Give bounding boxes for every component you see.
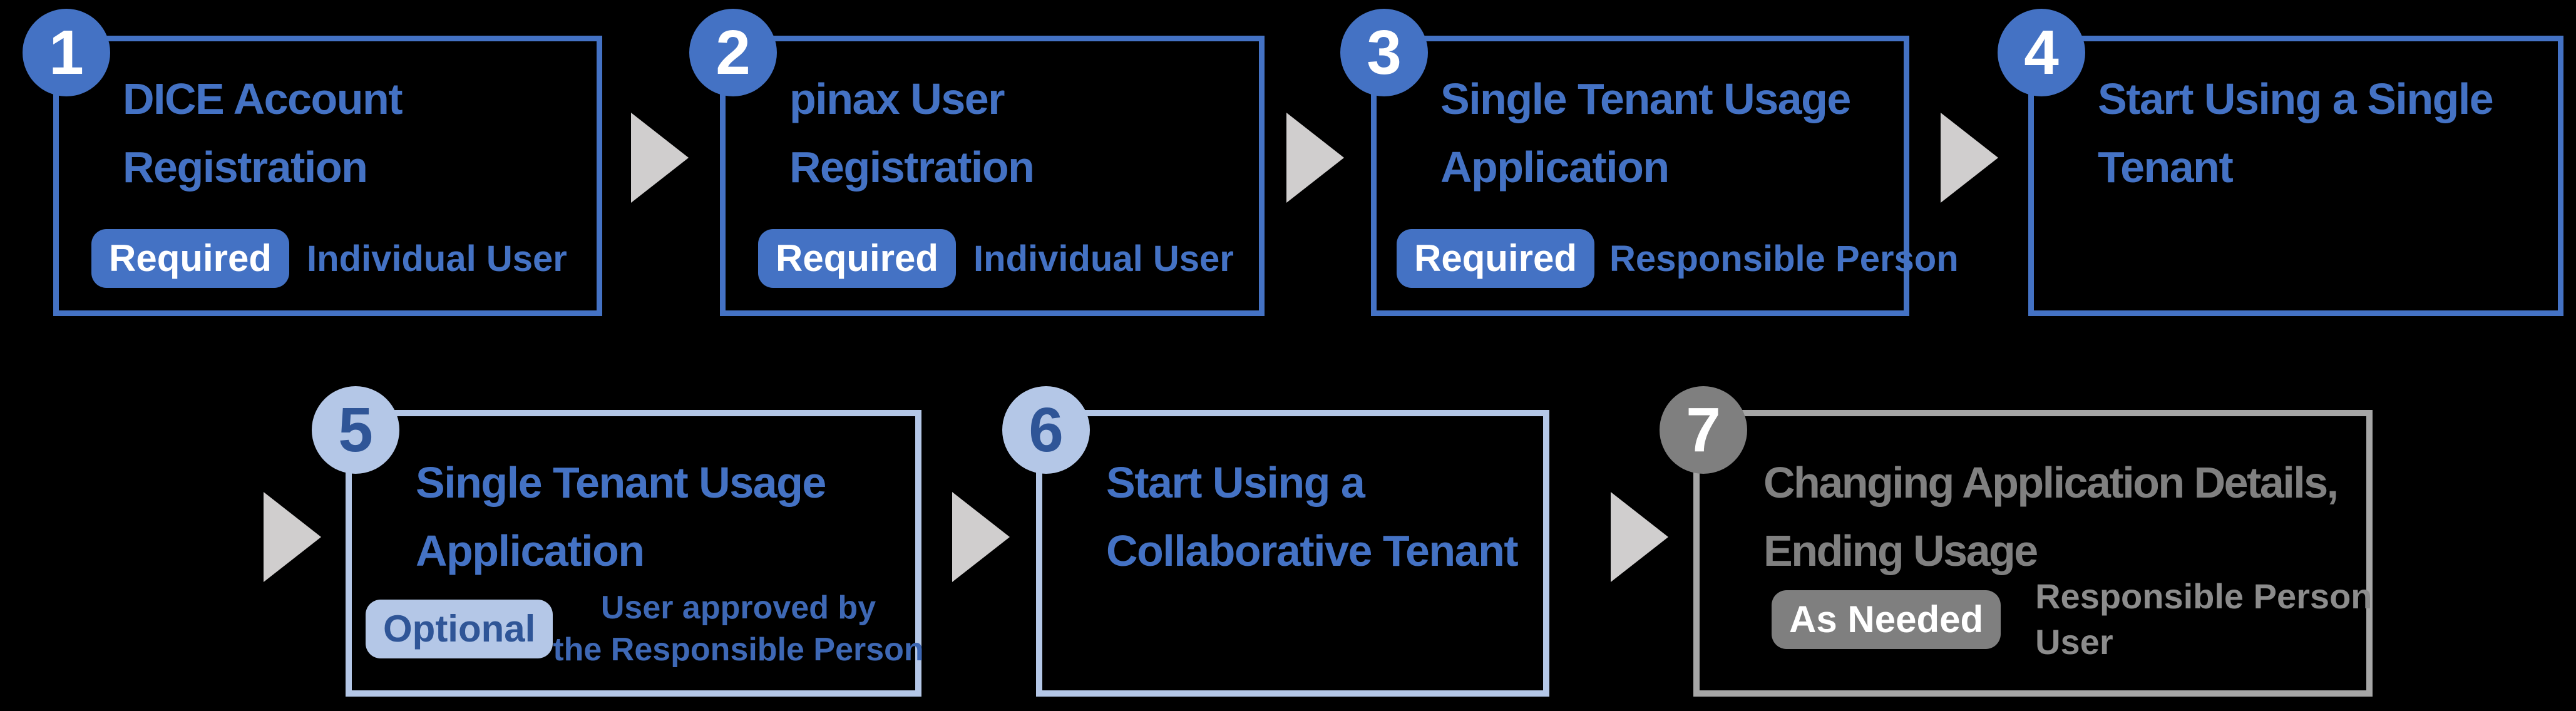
arrow-right-icon xyxy=(952,492,1010,582)
step-meta: As Needed Responsible Person User xyxy=(1772,574,2372,665)
arrow-right-icon xyxy=(1286,113,1344,203)
step-title-line: Single Tenant Usage xyxy=(416,458,826,507)
step-number: 5 xyxy=(338,395,373,465)
step-box-7: 7 Changing Application Details, Ending U… xyxy=(1660,386,2373,697)
step-title-line: DICE Account xyxy=(123,74,403,123)
step-number-badge: 2 xyxy=(689,9,777,96)
step-number-badge: 1 xyxy=(23,9,110,96)
step-number-badge: 5 xyxy=(312,386,399,474)
audience-label: Individual User xyxy=(307,238,567,279)
requirement-badge: As Needed xyxy=(1772,590,2001,650)
step-title: Changing Application Details, Ending Usa… xyxy=(1763,449,2339,585)
step-number: 4 xyxy=(2024,18,2059,88)
step-title: Single Tenant Usage Application xyxy=(1440,65,1851,201)
arrow-right-icon xyxy=(1941,113,1998,203)
step-title-line: Start Using a Single xyxy=(2098,74,2494,123)
arrow-right-icon xyxy=(631,113,689,203)
step-title-line: Ending Usage xyxy=(1763,526,2038,575)
step-title: pinax User Registration xyxy=(789,65,1035,201)
step-box-3: 3 Single Tenant Usage Application Requir… xyxy=(1340,9,1959,316)
step-title-line: Registration xyxy=(789,142,1035,192)
step-meta: Required Individual User xyxy=(91,229,587,288)
step-number: 7 xyxy=(1686,395,1721,465)
audience-label: User approved by the Responsible Person xyxy=(553,587,923,672)
step-title-line: Application xyxy=(416,526,645,575)
step-title-line: Single Tenant Usage xyxy=(1440,74,1851,123)
step-title: Single Tenant Usage Application xyxy=(416,449,826,585)
audience-label: Individual User xyxy=(973,238,1234,279)
arrow-right-icon xyxy=(264,492,321,582)
audience-label-line: Responsible Person xyxy=(2035,576,2373,616)
step-title: DICE Account Registration xyxy=(123,65,403,201)
step-box-1: 1 DICE Account Registration Required Ind… xyxy=(23,9,602,316)
step-number-badge: 6 xyxy=(1002,386,1090,474)
step-number: 2 xyxy=(716,18,751,88)
audience-label-line: the Responsible Person xyxy=(553,632,924,668)
step-meta: Required Individual User xyxy=(758,229,1249,288)
step-title-line: Tenant xyxy=(2098,142,2234,192)
requirement-badge: Optional xyxy=(366,600,553,659)
requirement-badge: Required xyxy=(758,229,957,288)
step-title: Start Using a Collaborative Tenant xyxy=(1106,449,1519,585)
step-box-2: 2 pinax User Registration Required Indiv… xyxy=(689,9,1265,316)
step-number-badge: 7 xyxy=(1660,386,1747,474)
step-title: Start Using a Single Tenant xyxy=(2098,65,2494,201)
step-title-line: Application xyxy=(1440,142,1670,192)
requirement-badge: Required xyxy=(91,229,290,288)
step-meta: Optional User approved by the Responsibl… xyxy=(366,587,924,672)
step-number: 1 xyxy=(49,18,84,88)
step-box-4: 4 Start Using a Single Tenant xyxy=(1998,9,2563,316)
audience-label-line: User approved by xyxy=(600,589,876,626)
audience-label: Responsible Person User xyxy=(2035,574,2372,665)
step-title-line: Changing Application Details, xyxy=(1763,458,2339,507)
audience-label-line: User xyxy=(2035,622,2113,662)
step-number-badge: 4 xyxy=(1998,9,2085,96)
step-title-line: pinax User xyxy=(789,74,1005,123)
step-title-line: Registration xyxy=(123,142,368,192)
requirement-badge: Required xyxy=(1397,229,1595,288)
step-number: 3 xyxy=(1367,18,1402,88)
step-box-5: 5 Single Tenant Usage Application Option… xyxy=(312,386,924,697)
step-number-badge: 3 xyxy=(1340,9,1428,96)
step-title-line: Collaborative Tenant xyxy=(1106,526,1519,575)
step-title-line: Start Using a xyxy=(1106,458,1365,507)
step-number: 6 xyxy=(1029,395,1064,465)
arrow-right-icon xyxy=(1611,492,1668,582)
step-meta: Required Responsible Person xyxy=(1397,229,1959,288)
audience-label: Responsible Person xyxy=(1609,238,1959,279)
step-box-6: 6 Start Using a Collaborative Tenant xyxy=(1002,386,1549,697)
